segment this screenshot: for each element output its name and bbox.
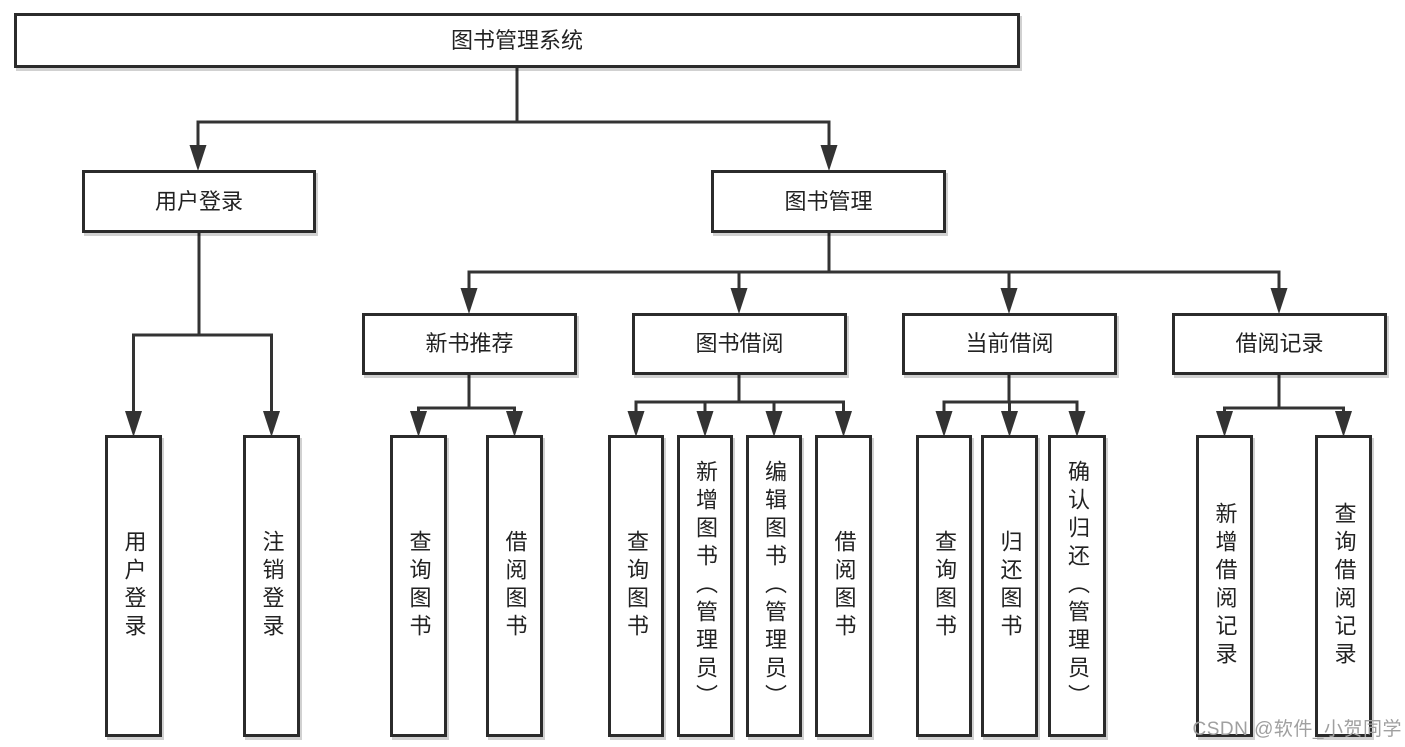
node-label: 新书推荐 [425,331,514,356]
leaf-add-books-admin: 新增图书（管理员） [677,435,733,737]
leaf-current-query-books: 查询图书 [916,435,972,737]
node-borrow-records: 借阅记录 [1172,313,1387,375]
leaf-label: 编辑图书（管理员） [762,460,787,712]
node-label: 当前借阅 [965,331,1054,356]
leaf-label: 归还图书 [997,530,1023,642]
leaf-label: 借阅图书 [831,530,857,642]
node-book-management: 图书管理 [711,170,946,233]
leaf-query-borrow-record: 查询借阅记录 [1315,435,1372,737]
leaf-label: 新增图书（管理员） [693,460,718,712]
node-label: 图书管理系统 [450,27,583,53]
leaf-label: 查询借阅记录 [1331,502,1357,670]
node-label: 图书借阅 [695,331,784,356]
leaf-label: 用户登录 [121,530,147,642]
node-new-book-recommend: 新书推荐 [362,313,577,375]
leaf-confirm-return-admin: 确认归还（管理员） [1048,435,1106,737]
leaf-label: 借阅图书 [502,530,528,642]
csdn-watermark: CSDN @软件_小贺同学 [1192,719,1402,740]
leaf-label: 确认归还（管理员） [1065,460,1090,712]
leaf-borrow-books: 借阅图书 [815,435,872,737]
leaf-recommend-query-books: 查询图书 [390,435,447,737]
leaf-label: 注销登录 [259,530,285,642]
leaf-logout: 注销登录 [243,435,300,737]
leaf-label: 查询图书 [932,530,957,642]
leaf-borrow-query-books: 查询图书 [608,435,664,737]
leaf-recommend-borrow-books: 借阅图书 [486,435,543,737]
node-label: 用户登录 [154,188,243,214]
node-label: 图书管理 [784,188,873,214]
node-user-login: 用户登录 [82,170,316,233]
leaf-user-login: 用户登录 [105,435,162,737]
node-library-management-system: 图书管理系统 [14,13,1020,68]
leaf-return-books: 归还图书 [981,435,1038,737]
node-label: 借阅记录 [1235,331,1324,356]
leaf-label: 查询图书 [624,530,649,642]
node-book-borrow: 图书借阅 [632,313,847,375]
arrowheads [125,145,1352,437]
leaf-label: 查询图书 [406,530,432,642]
leaf-label: 新增借阅记录 [1212,502,1238,670]
node-current-borrow: 当前借阅 [902,313,1117,375]
leaf-edit-books-admin: 编辑图书（管理员） [746,435,802,737]
leaf-add-borrow-record: 新增借阅记录 [1196,435,1253,737]
